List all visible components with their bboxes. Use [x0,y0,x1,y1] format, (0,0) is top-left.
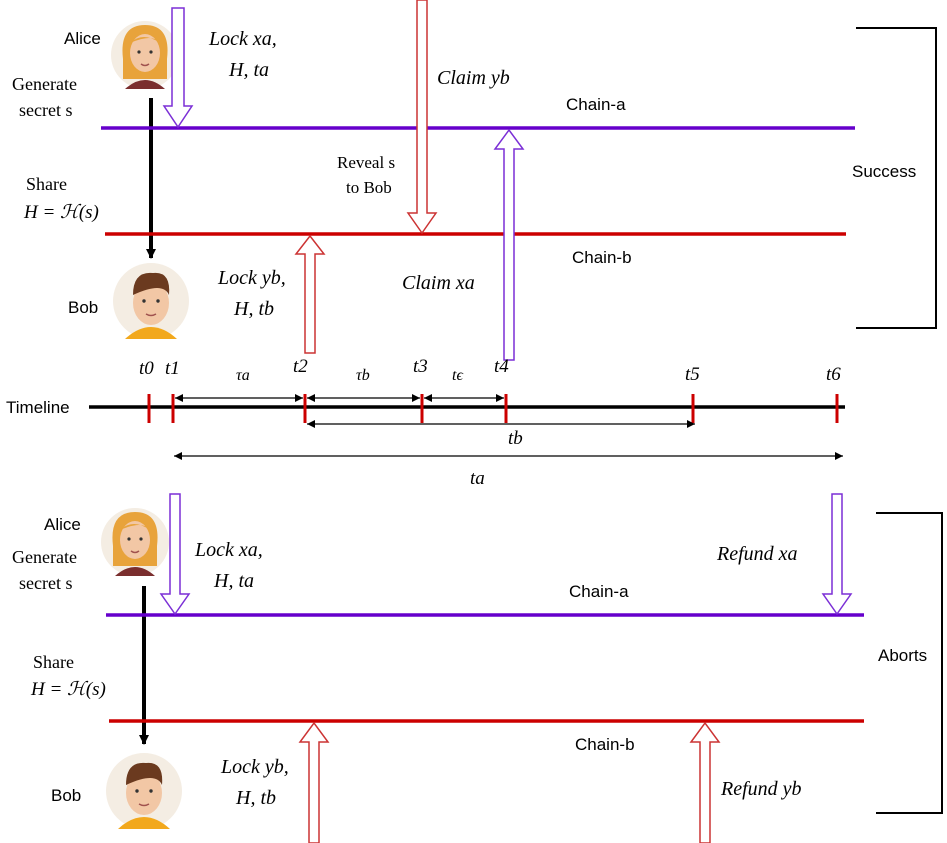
lock-b-text-bottom-2: H, tb [235,787,276,809]
success-bracket [856,27,937,329]
aborts-scenario: Alice Generate secret s Share H = ℋ(s) B… [12,493,943,843]
tick-label-t2: t2 [293,356,308,377]
alice-label-top: Alice [64,29,101,48]
claim-y-arrow [406,0,438,235]
timeline-label: Timeline [6,398,70,417]
alice-avatar-bottom [101,508,169,576]
bob-label-bottom: Bob [51,786,81,805]
lock-a-text-bottom-2: H, ta [213,570,254,592]
bob-label-top: Bob [68,298,98,317]
claim-x-arrow [493,128,525,361]
lock-b-text-top-2: H, tb [233,298,274,320]
lock-a-arrow-bottom [159,493,191,616]
chain-a-label-bottom: Chain-a [569,582,629,601]
bob-avatar-top [113,263,189,339]
tick-label-t6: t6 [826,364,841,385]
refund-x-arrow [821,493,853,616]
share-top-2: H = ℋ(s) [23,202,99,223]
generate-secret-top-1: Generate [12,74,77,94]
chain-a-label-top: Chain-a [566,95,626,114]
alice-avatar-top [111,21,179,89]
reveal-text-1: Reveal s [337,153,395,172]
success-label: Success [852,162,916,181]
share-bottom-1: Share [33,652,74,672]
tick-label-t0: t0 [139,358,154,379]
interval-tau-b-label: τb [356,367,370,384]
timeline: Timeline t0 t1 t2 t3 t4 t5 t6 τa τb tϵ t… [6,356,845,489]
lock-a-arrow-top [162,7,194,129]
share-top-1: Share [26,174,67,194]
tick-label-t5: t5 [685,364,700,385]
interval-tau-a-label: τa [236,367,250,384]
aborts-label: Aborts [878,646,927,665]
lock-a-text-top-2: H, ta [228,59,269,81]
refund-x-text: Refund xa [716,543,798,565]
tick-label-t3: t3 [413,356,428,377]
lock-b-arrow-top [294,234,326,354]
refund-y-text: Refund yb [720,778,802,800]
generate-secret-top-2: secret s [19,100,72,120]
generate-secret-bottom-2: secret s [19,573,72,593]
share-bottom-2: H = ℋ(s) [30,679,106,700]
lock-a-text-bottom-1: Lock xa, [194,539,263,561]
aborts-bracket [876,512,943,814]
interval-t-b-label: tb [508,428,523,449]
chain-b-label-top: Chain-b [572,248,632,267]
success-scenario: Alice Generate secret s Share H = ℋ(s) B… [12,0,937,361]
tick-label-t4: t4 [494,356,509,377]
alice-label-bottom: Alice [44,515,81,534]
refund-y-arrow [689,721,721,843]
tick-label-t1: t1 [165,358,180,379]
reveal-text-2: to Bob [346,178,392,197]
bob-avatar-bottom [106,753,182,829]
generate-secret-bottom-1: Generate [12,547,77,567]
interval-t-a-label: ta [470,468,485,489]
lock-b-arrow-bottom [298,721,330,843]
interval-t-eps-label: tϵ [452,367,463,384]
chain-b-label-bottom: Chain-b [575,735,635,754]
lock-b-text-top-1: Lock yb, [217,267,286,289]
lock-a-text-top-1: Lock xa, [208,28,277,50]
claim-x-text: Claim xa [402,272,475,294]
lock-b-text-bottom-1: Lock yb, [220,756,289,778]
claim-y-text: Claim yb [437,67,510,89]
